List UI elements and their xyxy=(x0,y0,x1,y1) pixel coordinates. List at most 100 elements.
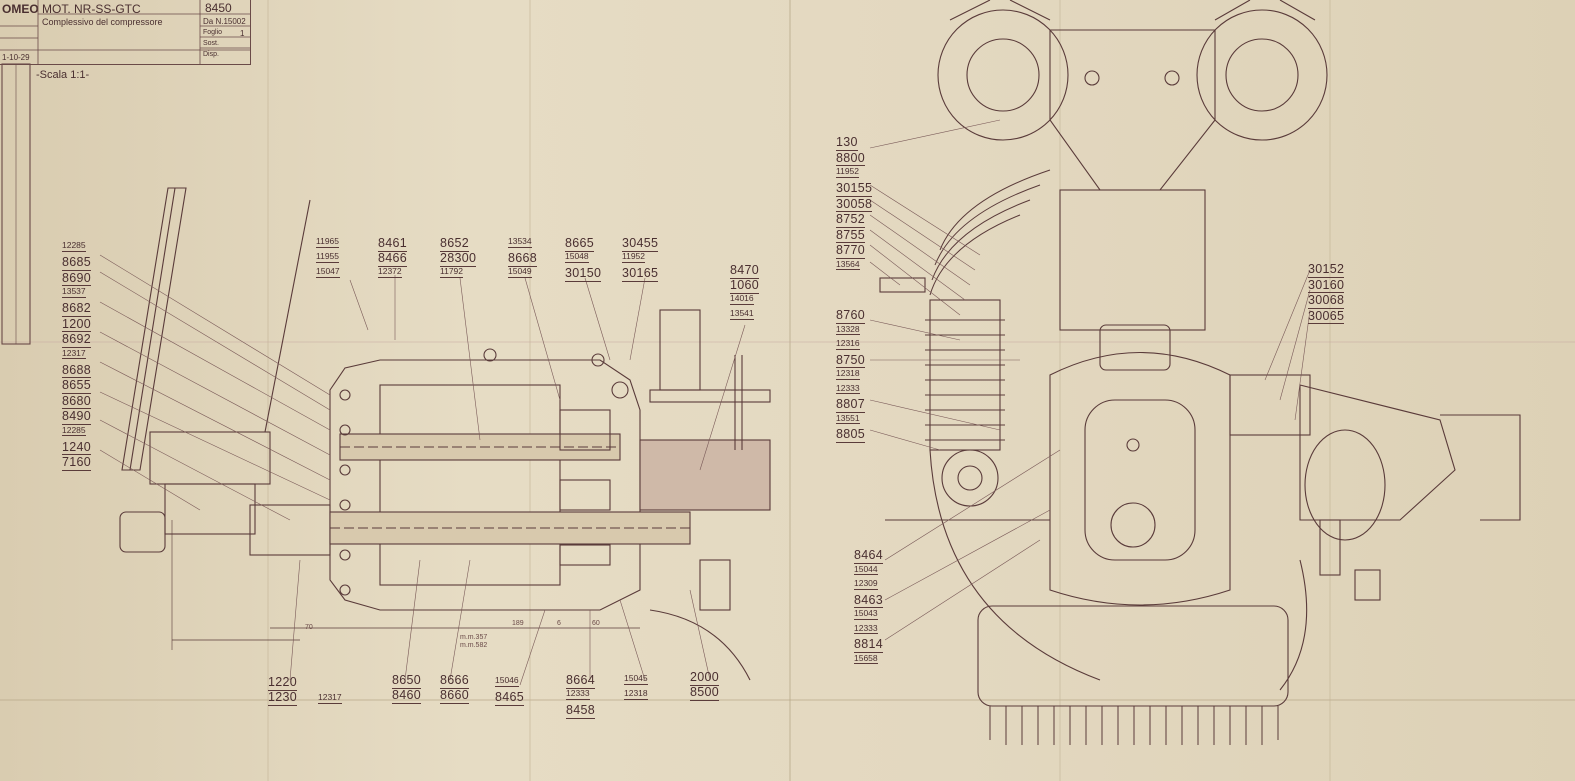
scale-label: -Scala 1:1- xyxy=(36,69,90,81)
part-number-label: 8685 xyxy=(62,255,92,271)
part-number-label: 8490 xyxy=(62,409,92,425)
part-number-label: 12317 xyxy=(62,347,86,359)
drawing-title: MOT. NR-SS-GTC xyxy=(42,2,141,16)
part-number-label: 8750 xyxy=(836,352,866,368)
part-number-label: 8692 xyxy=(62,332,92,348)
part-number-label: 8666 xyxy=(440,673,470,689)
part-number-label: 8690 xyxy=(62,270,92,286)
part-number-label: 12285 xyxy=(62,240,86,252)
part-number-label: 8458 xyxy=(566,703,596,719)
part-number-label: 1060 xyxy=(730,278,760,294)
part-number-label: 12309 xyxy=(854,578,878,590)
row-label-3: Disp. xyxy=(203,51,219,58)
part-number-label: 1240 xyxy=(62,439,92,455)
part-number-label: 8470 xyxy=(730,263,760,279)
part-number-label: 13541 xyxy=(730,308,754,320)
part-number-label: 14016 xyxy=(730,293,754,305)
sheet-value: 1 xyxy=(240,29,245,38)
part-number-label: 30155 xyxy=(836,181,873,197)
part-number-label: 11952 xyxy=(836,166,860,178)
part-number-label: 8665 xyxy=(565,236,595,252)
part-number-label: 11792 xyxy=(440,266,464,278)
part-number-label: 8460 xyxy=(392,688,422,704)
part-number-label: 13551 xyxy=(836,412,860,424)
part-number-label: 8800 xyxy=(836,150,866,166)
part-number-label: 8760 xyxy=(836,308,866,324)
part-number-label: 8466 xyxy=(378,251,408,267)
part-number-label: 1230 xyxy=(268,690,298,706)
part-number-label: 8805 xyxy=(836,427,866,443)
part-number-label: 8652 xyxy=(440,236,470,252)
sheet-label: Foglio xyxy=(203,29,223,36)
dimension-label: 70 xyxy=(305,624,313,631)
drawing-number: 8450 xyxy=(205,1,232,15)
part-number-label: 12318 xyxy=(836,368,860,380)
part-number-label: 8465 xyxy=(495,690,525,706)
part-number-label: 30058 xyxy=(836,196,873,212)
part-number-label: 15044 xyxy=(854,563,878,575)
part-number-label: 8814 xyxy=(854,637,884,653)
row-label-2: Sost. xyxy=(203,40,219,47)
drawing-date: 1-10-29 xyxy=(2,53,30,62)
part-number-label: 8668 xyxy=(508,251,538,267)
part-number-label: 12318 xyxy=(624,688,648,700)
part-number-label: 11952 xyxy=(622,251,646,263)
part-number-label: 8463 xyxy=(854,592,884,608)
part-number-label: 8688 xyxy=(62,362,92,378)
part-number-label: 2000 xyxy=(690,670,720,686)
part-number-label: 8650 xyxy=(392,673,422,689)
part-number-label: 1220 xyxy=(268,675,298,691)
part-number-label: 11955 xyxy=(316,251,340,263)
ref-number: Da N.15002 xyxy=(203,17,246,26)
dimension-label: 6 xyxy=(557,620,561,627)
part-number-label: 8682 xyxy=(62,301,92,317)
part-number-label: 30152 xyxy=(1308,262,1345,278)
part-number-label: 8664 xyxy=(566,673,596,689)
part-number-label: 1200 xyxy=(62,316,92,332)
part-number-label: 15047 xyxy=(316,266,340,278)
part-number-label: 28300 xyxy=(440,251,477,267)
part-number-label: 8464 xyxy=(854,548,884,564)
part-number-label: 12333 xyxy=(566,688,590,700)
part-number-label: 12317 xyxy=(318,692,342,704)
part-number-label: 30068 xyxy=(1308,293,1345,309)
part-number-label: 12372 xyxy=(378,266,402,278)
part-number-label: 13534 xyxy=(508,236,532,248)
part-number-label: 8461 xyxy=(378,236,408,252)
part-number-label: 12316 xyxy=(836,338,860,350)
drawing-subtitle: Complessivo del compressore xyxy=(42,17,163,27)
company-name: OMEO xyxy=(2,2,39,16)
part-number-label: 15048 xyxy=(565,251,589,263)
part-number-label: 15658 xyxy=(854,652,878,664)
title-block: OMEO MOT. NR-SS-GTC Complessivo del comp… xyxy=(0,0,251,65)
part-number-label: 15046 xyxy=(495,675,519,687)
part-number-label: 8755 xyxy=(836,227,866,243)
part-number-label: 12285 xyxy=(62,424,86,436)
dimension-label: 189 xyxy=(512,620,524,627)
part-number-label: 30065 xyxy=(1308,308,1345,324)
part-number-label: 15045 xyxy=(624,673,648,685)
part-number-label: 8752 xyxy=(836,212,866,228)
dimension-label: m.m.357 xyxy=(460,634,488,641)
part-number-label: 8807 xyxy=(836,397,866,413)
part-number-label: 8770 xyxy=(836,243,866,259)
part-number-label: 11965 xyxy=(316,236,340,248)
dimension-label: 60 xyxy=(592,620,600,627)
part-number-label: 30455 xyxy=(622,236,659,252)
part-number-label: 8660 xyxy=(440,688,470,704)
part-number-label: 7160 xyxy=(62,455,92,471)
part-number-label: 12333 xyxy=(854,622,878,634)
part-number-label: 15043 xyxy=(854,608,878,620)
part-number-label: 13328 xyxy=(836,323,860,335)
part-number-label: 13564 xyxy=(836,258,860,270)
part-number-label: 30150 xyxy=(565,266,602,282)
part-number-label: 30160 xyxy=(1308,277,1345,293)
part-number-label: 13537 xyxy=(62,286,86,298)
part-number-label: 8500 xyxy=(690,685,720,701)
dimension-label: m.m.582 xyxy=(460,642,488,649)
part-number-label: 15049 xyxy=(508,266,532,278)
title-block-grid xyxy=(0,0,250,64)
part-number-label: 8655 xyxy=(62,378,92,394)
